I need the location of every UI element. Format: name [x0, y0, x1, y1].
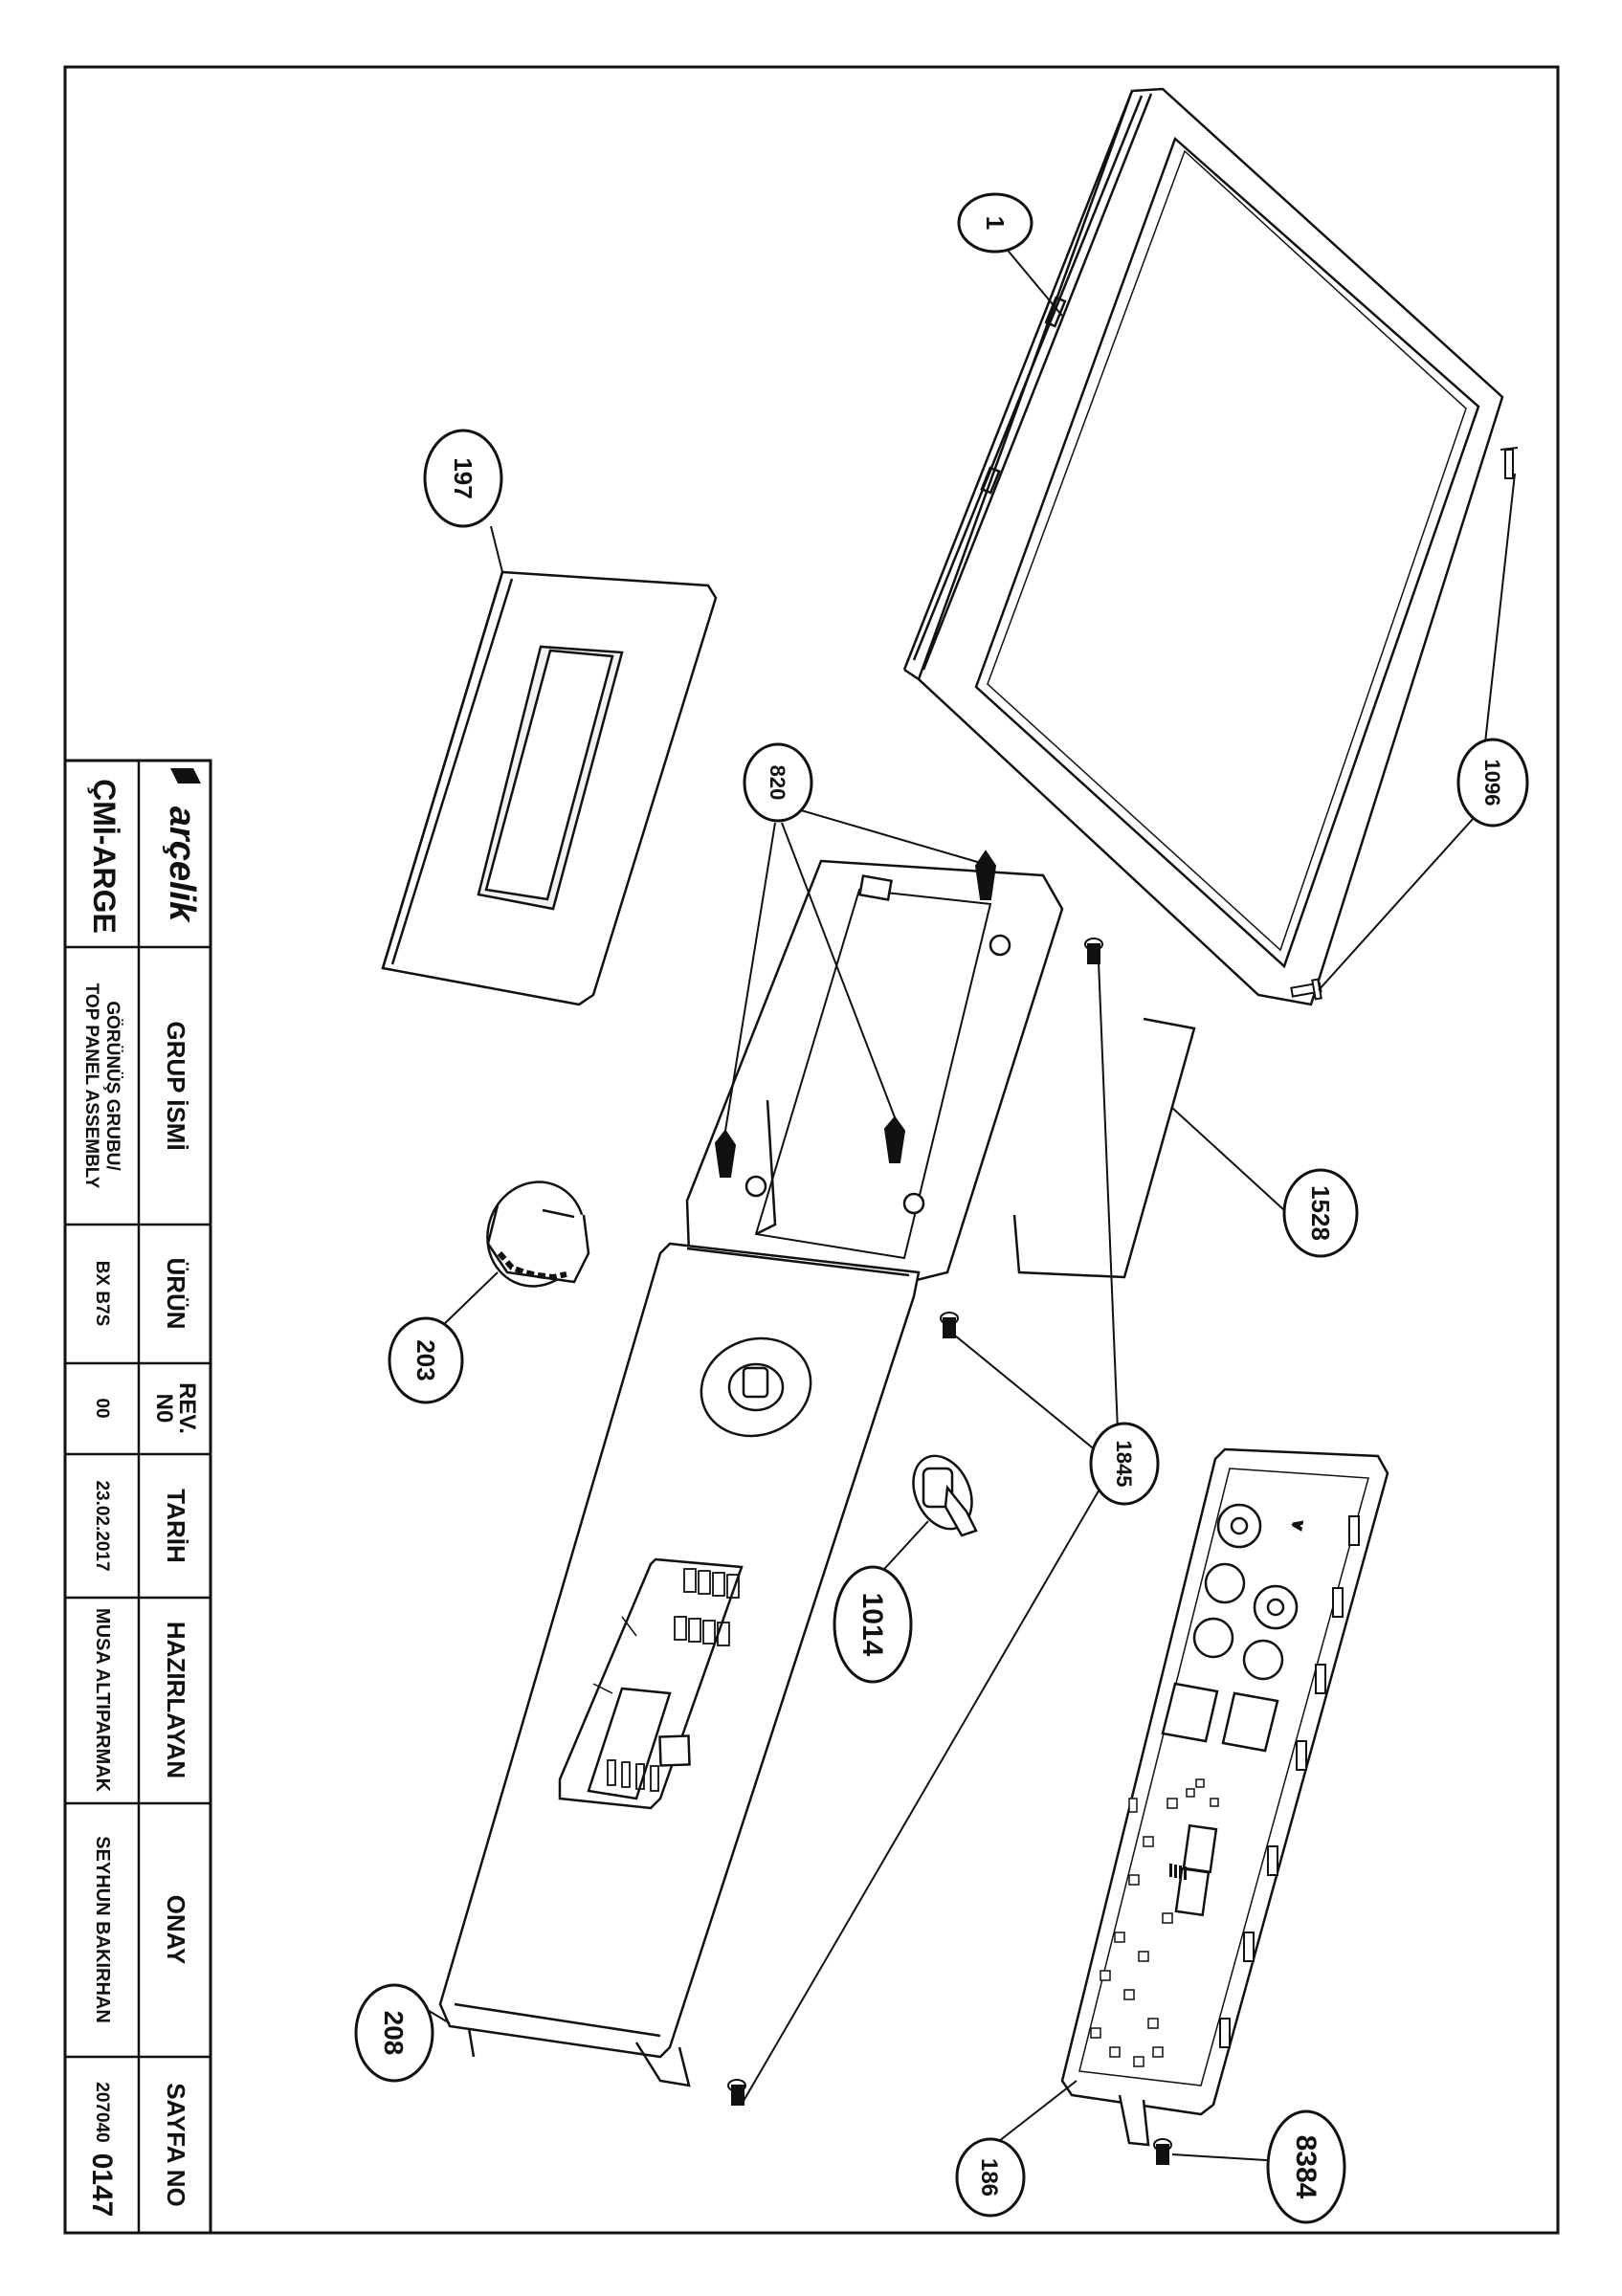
control-panel-body-part [438, 859, 1064, 2087]
callout-1: 1 [957, 192, 1033, 254]
screw-1845-a [1084, 938, 1103, 964]
svg-text:1096: 1096 [1480, 760, 1504, 806]
svg-text:1845: 1845 [1112, 1441, 1136, 1488]
callout-8384: 8384 [1266, 2109, 1346, 2224]
callout-203: 203 [388, 1316, 464, 1404]
date-value: 23.02.2017 [92, 1480, 112, 1571]
svg-text:820: 820 [766, 765, 789, 801]
page-prefix: 207040 [92, 2082, 112, 2142]
top-lid-frame-part [902, 87, 1504, 1006]
clip-820-a [974, 850, 997, 900]
approved-value: SEYHUN BAKIRHAN [92, 1836, 113, 2023]
prepared-label: HAZIRLAYAN [162, 1622, 190, 1778]
rev-label-1: REV. [174, 1382, 200, 1434]
callout-820: 820 [743, 742, 813, 823]
rev-label-2: N0 [151, 1394, 177, 1424]
screw-1096-a [1500, 447, 1519, 479]
title-block: arçelik ÇMİ-ARGE GRUP İSMİ GÖRÜNÜŞ GRUBU… [63, 759, 212, 2235]
svg-text:203: 203 [411, 1339, 440, 1380]
callout-1014: 1014 [833, 1565, 913, 1684]
rev-value: 00 [92, 1398, 112, 1418]
svg-text:1528: 1528 [1306, 1185, 1335, 1241]
prepared-value: MUSA ALTIPARMAK [92, 1608, 113, 1793]
callout-1845: 1845 [1089, 1422, 1160, 1506]
callout-197: 197 [423, 429, 503, 528]
page-label: SAYFA NO [162, 2083, 190, 2207]
department-text: ÇMİ-ARGE [87, 779, 122, 934]
brand-logo-icon [170, 768, 201, 784]
svg-text:1014: 1014 [856, 1593, 888, 1657]
pcb-marking-text: A [1290, 1519, 1304, 1530]
product-label: ÜRÜN [162, 1257, 190, 1329]
wire-rod-part [1012, 1017, 1196, 1279]
brand-logo: arçelik [162, 806, 202, 923]
clip-820-c [714, 1129, 737, 1178]
callout-1096: 1096 [1456, 738, 1529, 828]
svg-text:186: 186 [976, 2158, 1002, 2197]
svg-text:1: 1 [981, 216, 1010, 230]
screw-8384 [1153, 2138, 1172, 2165]
callout-208: 208 [354, 1983, 434, 2083]
knob-shaft-part [912, 1454, 978, 1537]
clip-820-b [883, 1115, 906, 1163]
svg-text:197: 197 [449, 457, 478, 498]
screw-1845-b [940, 1312, 959, 1338]
leader-lines [401, 246, 1516, 2163]
group-label: GRUP İSMİ [162, 1021, 190, 1150]
group-value-tr: GÖRÜNÜŞ GRUBU/ [102, 1001, 122, 1171]
callout-1528: 1528 [1282, 1168, 1359, 1258]
callout-186: 186 [955, 2137, 1026, 2218]
group-value-en: TOP PANEL ASSEMBLY [81, 983, 101, 1189]
page-number: 0147 [86, 2153, 118, 2218]
svg-text:208: 208 [379, 2011, 409, 2056]
selector-knob-part [486, 1181, 590, 1288]
approved-label: ONAY [162, 1895, 190, 1965]
screw-1845-c [727, 2079, 746, 2106]
drawer-front-part [381, 570, 718, 1006]
svg-text:8384: 8384 [1290, 2135, 1322, 2199]
pcb-board-part: A [1060, 1447, 1389, 2147]
product-value: BX B7S [92, 1261, 112, 1327]
date-label: TARİH [162, 1489, 190, 1563]
